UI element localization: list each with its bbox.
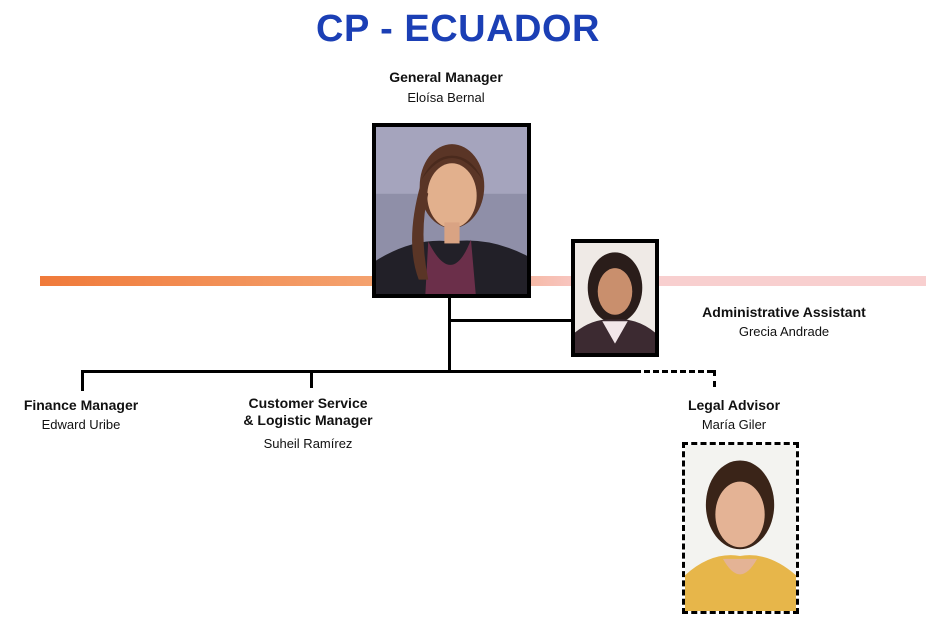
gm-name: Eloísa Bernal <box>407 90 485 105</box>
connector-legal-drop <box>713 370 716 387</box>
connector-horizontal <box>82 370 635 373</box>
assistant-photo <box>571 239 659 357</box>
header-band-middle <box>528 276 576 286</box>
gm-photo <box>372 123 531 298</box>
header-band-right <box>656 276 926 286</box>
customer-service-role: Customer Service & Logistic Manager <box>243 395 373 428</box>
header-band-left <box>40 276 375 286</box>
page-title: CP - ECUADOR <box>316 8 600 50</box>
gm-role: General Manager <box>389 69 503 85</box>
connector-assistant <box>448 319 573 322</box>
assistant-name: Grecia Andrade <box>738 324 830 339</box>
legal-role: Legal Advisor <box>687 397 781 413</box>
legal-photo <box>682 442 799 614</box>
customer-service-name: Suheil Ramírez <box>263 436 353 451</box>
finance-role: Finance Manager <box>23 397 139 413</box>
connector-finance-drop <box>81 370 84 391</box>
connector-legal-dashed <box>635 370 713 373</box>
legal-name: María Giler <box>701 417 767 432</box>
connector-customer-drop <box>310 370 313 388</box>
connector-gm-vertical <box>448 296 451 373</box>
assistant-role: Administrative Assistant <box>702 304 866 320</box>
finance-name: Edward Uribe <box>41 417 121 432</box>
